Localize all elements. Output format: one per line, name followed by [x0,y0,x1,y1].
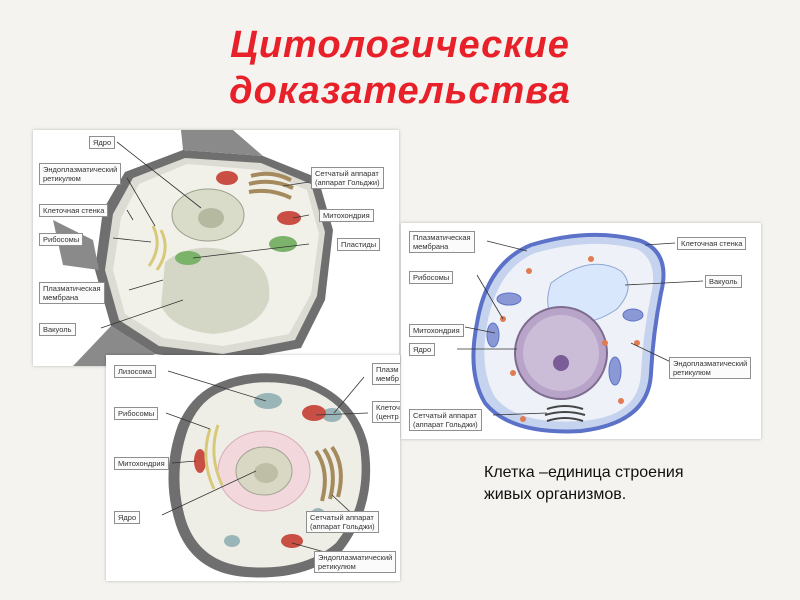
fungal-label-ribosomes: Рибосомы [409,271,453,284]
animal-label-plasma-membrane: Плазм мембр [372,363,400,385]
plant-label-er: Эндоплазматический ретикулюм [39,163,121,185]
plant-cell-diagram: Ядро Эндоплазматический ретикулюм Клеточ… [33,130,399,366]
animal-label-golgi: Сетчатый аппарат (аппарат Гольджи) [306,511,379,533]
fungal-label-plasma-line1: Плазматическая [413,233,471,242]
fungal-label-golgi: Сетчатый аппарат (аппарат Гольджи) [409,409,482,431]
animal-label-mitochondria: Митохондрия [114,457,169,470]
animal-label-golgi-line2: (аппарат Гольджи) [310,522,375,531]
animal-label-centriole: Клеточ (центр [372,401,400,423]
animal-label-centriole-line2: (центр [376,412,400,421]
plant-label-plastids: Пластиды [337,238,380,251]
fungal-label-vacuole: Вакуоль [705,275,742,288]
animal-label-plasma-line2: мембр [376,374,399,383]
animal-label-plasma-line1: Плазм [376,365,399,374]
plant-label-mitochondria: Митохондрия [319,209,374,222]
title-line-1: Цитологические [0,22,800,68]
plant-label-plasma-membrane: Плазматическая мембрана [39,282,105,304]
fungal-cell-diagram: Плазматическая мембрана Рибосомы Митохон… [401,223,761,439]
animal-label-nucleus: Ядро [114,511,140,524]
fungal-label-golgi-line1: Сетчатый аппарат [413,411,478,420]
fungal-label-plasma-line2: мембрана [413,242,471,251]
plant-label-er-line2: ретикулюм [43,174,117,183]
plant-label-er-line1: Эндоплазматический [43,165,117,174]
plant-label-vacuole: Вакуоль [39,323,76,336]
slide-title: Цитологические доказательства [0,22,800,114]
animal-label-centriole-line1: Клеточ [376,403,400,412]
fungal-label-plasma-membrane: Плазматическая мембрана [409,231,475,253]
fungal-label-er-line1: Эндоплазматический [673,359,747,368]
fungal-label-mitochondria: Митохондрия [409,324,464,337]
plant-label-nucleus: Ядро [89,136,115,149]
animal-label-er-line2: ретикулюм [318,562,392,571]
animal-label-lysosome: Лизосома [114,365,156,378]
plant-label-golgi-line2: (аппарат Гольджи) [315,178,380,187]
plant-label-golgi-line1: Сетчатый аппарат [315,169,380,178]
caption-line-2: живых организмов. [484,484,784,506]
plant-label-golgi: Сетчатый аппарат (аппарат Гольджи) [311,167,384,189]
fungal-label-golgi-line2: (аппарат Гольджи) [413,420,478,429]
animal-cell-diagram: Лизосома Рибосомы Митохондрия Ядро Плазм… [106,355,400,581]
plant-label-cell-wall: Клеточная стенка [39,204,108,217]
animal-label-er-line1: Эндоплазматический [318,553,392,562]
title-line-2: доказательства [0,68,800,114]
plant-label-ribosomes: Рибосомы [39,233,83,246]
animal-label-er: Эндоплазматический ретикулюм [314,551,396,573]
fungal-label-cell-wall: Клеточная стенка [677,237,746,250]
plant-label-plasma-line2: мембрана [43,293,101,302]
caption-line-1: Клетка –единица строения [484,462,784,484]
animal-label-golgi-line1: Сетчатый аппарат [310,513,375,522]
fungal-label-nucleus: Ядро [409,343,435,356]
fungal-label-er: Эндоплазматический ретикулюм [669,357,751,379]
slide-caption: Клетка –единица строения живых организмо… [484,462,784,506]
animal-label-ribosomes: Рибосомы [114,407,158,420]
plant-label-plasma-line1: Плазматическая [43,284,101,293]
fungal-label-er-line2: ретикулюм [673,368,747,377]
